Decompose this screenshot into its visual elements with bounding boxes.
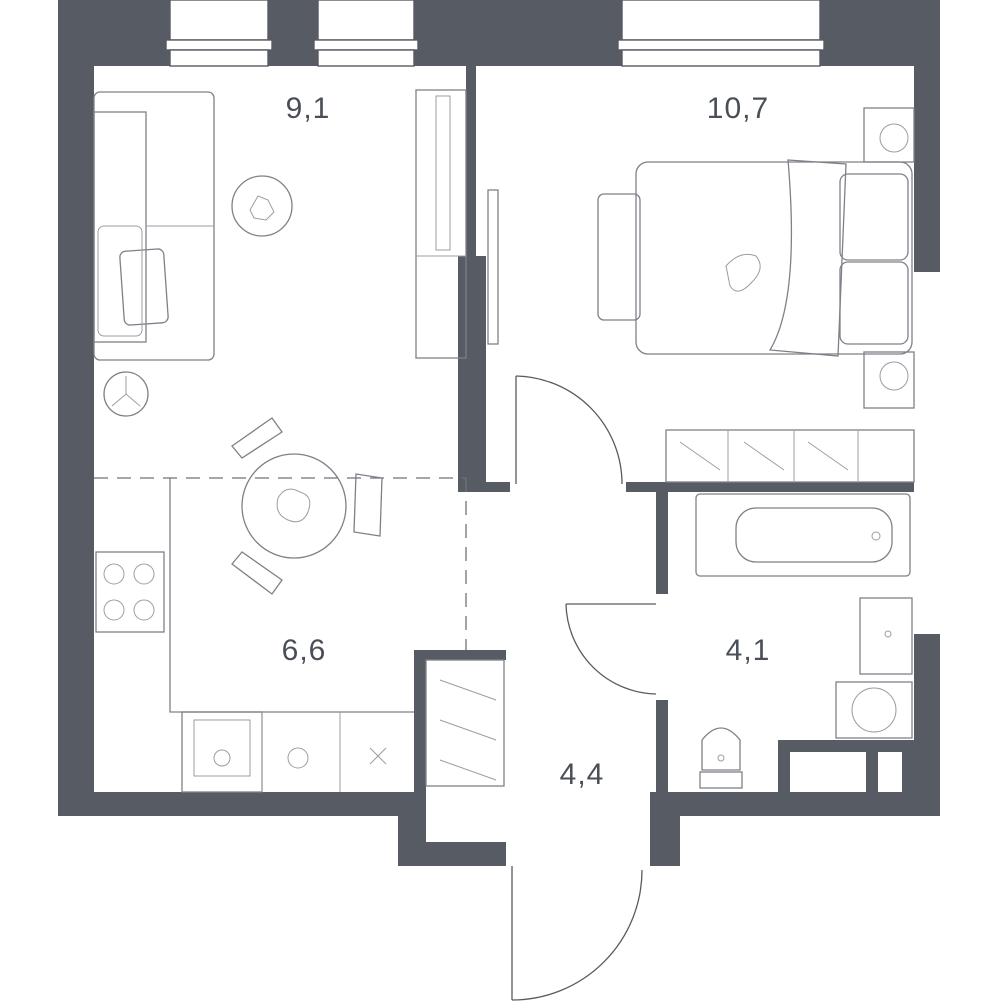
room-area-kitchen: 6,6 xyxy=(282,634,327,667)
room-area-living: 9,1 xyxy=(286,92,331,125)
bedroom-tv-stand xyxy=(487,189,499,345)
sofa xyxy=(93,91,215,361)
bathtub xyxy=(695,493,911,577)
sink xyxy=(859,597,913,675)
wardrobe xyxy=(415,89,467,359)
nightstands xyxy=(863,107,915,409)
walls xyxy=(58,0,940,866)
floor-lamp xyxy=(103,371,149,417)
bedroom-wardrobe xyxy=(665,429,915,483)
room-area-hall: 4,4 xyxy=(560,758,605,791)
area-labels: 9,1 10,7 6,6 4,1 4,4 xyxy=(282,92,771,791)
toilet xyxy=(699,727,743,789)
windows xyxy=(165,0,825,67)
room-area-bathroom: 4,1 xyxy=(726,634,771,667)
room-area-bedroom: 10,7 xyxy=(707,92,769,125)
round-rug xyxy=(231,175,293,237)
dining-set xyxy=(231,417,383,595)
doors xyxy=(511,375,657,1001)
zone-dividers xyxy=(94,477,467,650)
bed xyxy=(597,159,913,357)
kitchen-counter xyxy=(95,478,414,793)
washing-machine xyxy=(835,681,913,739)
hall-wardrobe xyxy=(425,659,505,787)
